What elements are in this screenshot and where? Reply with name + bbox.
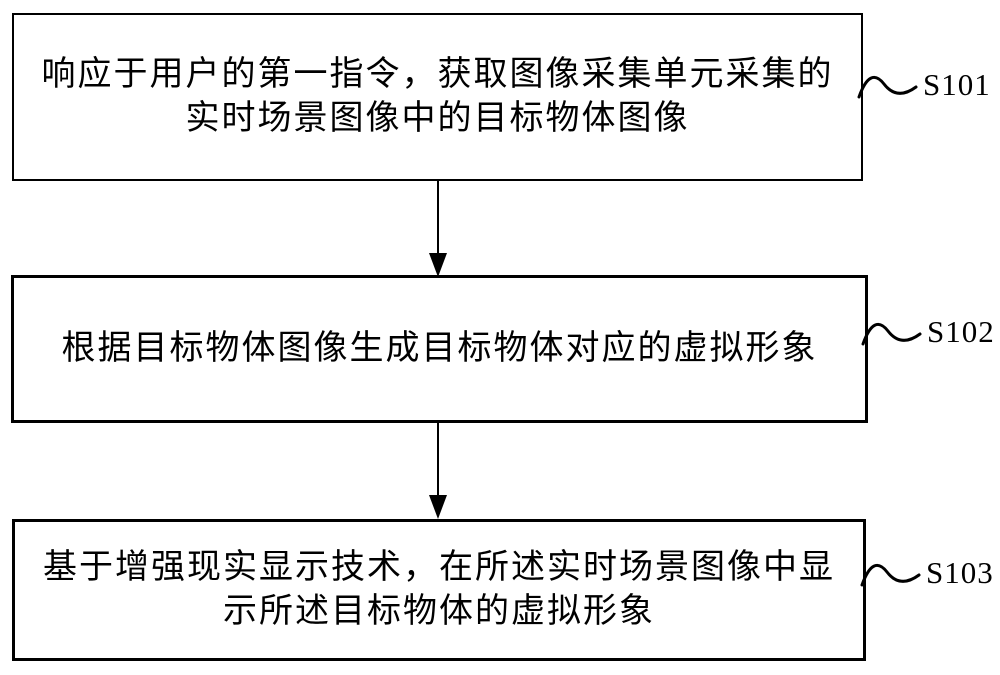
arrow-head-down-icon [429,495,447,519]
wavy-connector-icon [861,322,922,346]
process-box-s102: 根据目标物体图像生成目标物体对应的虚拟形象 [11,275,868,423]
flow-arrow-s102-to-s103 [428,423,448,519]
process-box-s101-text-line1: 响应于用户的第一指令，获取图像采集单元采集的 [41,56,834,93]
flow-arrow-s101-to-s102 [428,181,448,277]
process-box-s103: 基于增强现实显示技术，在所述实时场景图像中显 示所述目标物体的虚拟形象 [12,519,866,661]
step-ref-s102: S102 [861,315,995,355]
process-box-s101-text-line2: 实时场景图像中的目标物体图像 [185,100,690,137]
process-box-s103-text-line2: 示所述目标物体的虚拟形象 [223,593,655,630]
step-label-s103: S103 [926,555,994,590]
step-ref-s103: S103 [860,556,994,596]
step-ref-s101: S101 [857,68,991,108]
wavy-connector-icon [857,75,918,99]
process-box-s103-text-line1: 基于增强现实显示技术，在所述实时场景图像中显 [43,549,835,586]
process-box-s102-text-line1: 根据目标物体图像生成目标物体对应的虚拟形象 [61,330,818,367]
arrow-head-down-icon [429,253,447,277]
step-label-s101: S101 [923,67,991,102]
step-label-s102: S102 [927,314,995,349]
arrow-shaft [437,181,439,255]
arrow-shaft [437,423,439,497]
wavy-connector-icon [860,563,921,587]
process-box-s101: 响应于用户的第一指令，获取图像采集单元采集的 实时场景图像中的目标物体图像 [12,13,863,181]
